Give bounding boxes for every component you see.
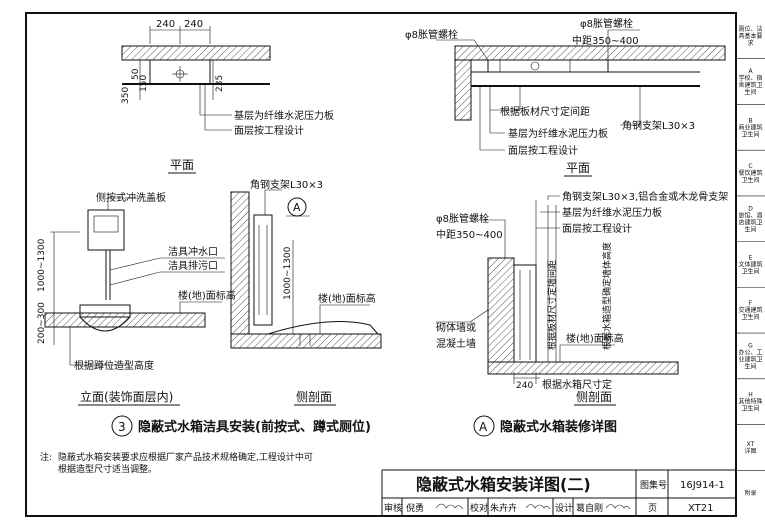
rside-label-masonry-2: 混凝土墙 bbox=[436, 337, 476, 350]
designer-name: 葛自刚 bbox=[576, 502, 603, 514]
left-side-section: A 角钢支架L30×3 1000~1300 楼(地)面标高 侧剖面 bbox=[230, 178, 382, 406]
rside-label-floor: 楼(地)面标高 bbox=[566, 332, 624, 345]
elev-label-flush: 洁具冲水口 bbox=[168, 245, 218, 258]
right-detail-caption-text: 隐蔽式水箱装修详图 bbox=[500, 419, 617, 435]
plan-side-dim-1: 50 bbox=[131, 68, 141, 80]
rplan-label-panel: 根据板材尺寸定间距 bbox=[500, 105, 590, 118]
check-label: 校对 bbox=[470, 502, 488, 514]
set-no-label: 图集号 bbox=[640, 479, 667, 491]
rside-label-tank-size: 根据水箱尺寸定 bbox=[542, 378, 612, 391]
sidebar-tab-10[interactable]: 附录 bbox=[744, 489, 756, 497]
reviewer-name: 倪勇 bbox=[406, 502, 424, 514]
left-detail-caption: 3 隐蔽式水箱洁具安装(前按式、蹲式厕位) bbox=[111, 415, 371, 437]
rside-label-masonry-1: 砌体墙或 bbox=[436, 321, 476, 334]
elev-label-height: 根据蹲位造型高度 bbox=[74, 359, 154, 372]
page-no: XT21 bbox=[688, 503, 714, 514]
rside-label-bracket: 角钢支架L30×3,铝合金或木龙骨支架 bbox=[562, 190, 728, 203]
plan-side-dim-3: 350 bbox=[121, 87, 131, 104]
rside-label-base: 基层为纤维水泥压力板 bbox=[562, 206, 662, 219]
rside-dim-240: 240 bbox=[516, 381, 533, 391]
review-label: 审核 bbox=[384, 502, 402, 514]
rplan-label-spacing: 中距350~400 bbox=[572, 34, 639, 47]
right-side-title: 侧剖面 bbox=[576, 390, 612, 404]
notes-prefix: 注: bbox=[40, 451, 52, 463]
plan-dim-1: 240 bbox=[156, 19, 175, 30]
elev-label-drain: 洁具排污口 bbox=[168, 259, 218, 272]
plan-note-2: 面层按工程设计 bbox=[234, 124, 304, 137]
elev-label-cover: 侧按式冲洗盖板 bbox=[96, 191, 166, 204]
right-plan-title: 平面 bbox=[566, 161, 590, 175]
elev-label-floor: 楼(地)面标高 bbox=[178, 289, 236, 302]
left-plan-view: 240 240 50 150 350 235 基层为纤维水泥压力板 面层按工程设… bbox=[121, 19, 334, 174]
checker-name: 朱卉卉 bbox=[490, 502, 517, 514]
drawing-title: 隐蔽式水箱安装详图(二) bbox=[416, 475, 591, 494]
sidebar-tab-0[interactable]: 厕位、洁具基本要求 bbox=[738, 25, 762, 47]
side-label-floor: 楼(地)面标高 bbox=[318, 292, 376, 305]
reviewer-signature bbox=[435, 503, 464, 510]
notes: 注: 隐蔽式水箱安装要求应根据厂家产品技术规格确定,工程设计中可 根据造型尺寸适… bbox=[40, 451, 313, 475]
left-side-title: 侧剖面 bbox=[296, 390, 332, 404]
plan-dim-2: 240 bbox=[184, 19, 203, 30]
rplan-label-finish: 面层按工程设计 bbox=[508, 144, 578, 157]
left-detail-caption-text: 隐蔽式水箱洁具安装(前按式、蹲式厕位) bbox=[138, 419, 371, 435]
side-label-bracket: 角钢支架L30×3 bbox=[250, 178, 323, 191]
rside-label-wall-height: 根据水箱造型确定墙体高度 bbox=[601, 242, 613, 350]
callout-a-label: A bbox=[293, 201, 301, 214]
rside-label-finish: 面层按工程设计 bbox=[562, 222, 632, 235]
plan-note-1: 基层为纤维水泥压力板 bbox=[234, 109, 334, 122]
title-block: 隐蔽式水箱安装详图(二) 图集号 16J914-1 审核 倪勇 校对 朱卉卉 设… bbox=[381, 469, 736, 516]
left-detail-number: 3 bbox=[118, 420, 126, 434]
rplan-label-bracket: 角钢支架L30×3 bbox=[622, 119, 695, 132]
right-plan-view: φ8胀管螺栓 φ8胀管螺栓 中距350~400 根据板材尺寸定间距 基层为纤维水… bbox=[405, 17, 726, 177]
notes-line-2: 根据造型尺寸适当调整。 bbox=[58, 463, 157, 475]
designer-signature bbox=[605, 504, 631, 510]
rplan-label-bolt-1: φ8胀管螺栓 bbox=[405, 28, 458, 41]
plan-side-dim-2: 150 bbox=[139, 75, 149, 92]
plan-side-dim-4: 235 bbox=[215, 75, 225, 92]
right-side-section: 角钢支架L30×3,铝合金或木龙骨支架 基层为纤维水泥压力板 面层按工程设计 φ… bbox=[436, 190, 728, 406]
right-detail-caption: A 隐蔽式水箱装修详图 bbox=[473, 415, 617, 437]
side-dim: 1000~1300 bbox=[283, 246, 293, 300]
set-no: 16J914-1 bbox=[680, 480, 725, 491]
right-detail-number: A bbox=[479, 420, 488, 434]
design-label: 设计 bbox=[555, 502, 573, 514]
left-elevation-view: 1000~1300 200~300 侧按式冲洗盖板 洁具冲水口 洁具排污口 楼(… bbox=[37, 191, 236, 406]
page-label: 页 bbox=[648, 503, 657, 514]
rside-label-bolt: φ8胀管螺栓 bbox=[436, 212, 489, 225]
rside-label-panel-gap: 根据板材尺寸定墙间距 bbox=[546, 260, 558, 350]
notes-line-1: 隐蔽式水箱安装要求应根据厂家产品技术规格确定,工程设计中可 bbox=[58, 451, 313, 463]
rside-label-spacing: 中距350~400 bbox=[436, 228, 503, 241]
checker-signature bbox=[525, 504, 551, 510]
rplan-label-bolt-2: φ8胀管螺栓 bbox=[580, 17, 633, 30]
left-plan-title: 平面 bbox=[170, 158, 194, 172]
elev-title: 立面(装饰面层内) bbox=[80, 389, 173, 404]
elev-dim-2: 200~300 bbox=[37, 302, 47, 344]
rplan-label-base: 基层为纤维水泥压力板 bbox=[508, 127, 608, 140]
elev-dim-1: 1000~1300 bbox=[37, 238, 47, 292]
